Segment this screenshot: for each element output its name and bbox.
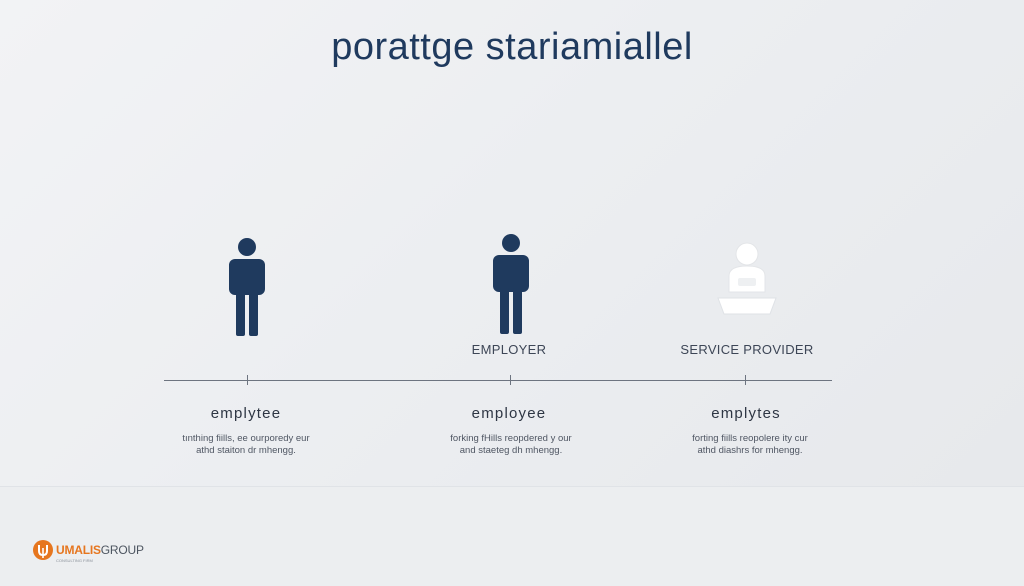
column-description-line: athd diashrs for mhengg. bbox=[697, 445, 803, 456]
role-label-employer: EMPLOYER bbox=[471, 342, 547, 357]
column-description: forking fHills reopdered y our and staet… bbox=[391, 433, 631, 457]
column-description-line: forting fiills reopolere ity cur bbox=[692, 433, 808, 444]
timeline-axis bbox=[164, 380, 832, 381]
column-description-line: and staeteg dh mhengg. bbox=[459, 445, 563, 456]
timeline-tick bbox=[247, 375, 248, 385]
column-heading: emplytes bbox=[711, 405, 781, 422]
umalis-logo-icon bbox=[33, 540, 53, 560]
column-description: tınthing fiills, ee ourporedy eur athd s… bbox=[126, 433, 366, 457]
service-provider-icon bbox=[717, 242, 777, 315]
page-title: porattge stariamiallel bbox=[331, 26, 693, 68]
person-icon bbox=[493, 234, 529, 334]
footer-band bbox=[0, 486, 1024, 586]
person-icon bbox=[229, 238, 265, 336]
column-heading: employee bbox=[471, 405, 547, 422]
timeline-tick bbox=[510, 375, 511, 385]
logo-tagline: CONSULTING FIRM bbox=[56, 558, 93, 563]
column-heading: emplytee bbox=[210, 405, 282, 422]
column-description-line: forking fHills reopdered y our bbox=[450, 433, 572, 444]
umalis-group-logo: UMALISGROUP bbox=[32, 539, 144, 561]
logo-brand-text: UMALIS bbox=[56, 543, 101, 557]
column-description-line: tınthing fiills, ee ourporedy eur bbox=[182, 433, 310, 444]
column-description-line: athd staiton dr mhengg. bbox=[196, 445, 296, 456]
logo-group-text: GROUP bbox=[100, 543, 144, 557]
timeline-tick bbox=[745, 375, 746, 385]
role-label-service-provider: SERVICE PROVIDER bbox=[680, 342, 814, 357]
column-description: forting fiills reopolere ity cur athd di… bbox=[630, 433, 870, 457]
